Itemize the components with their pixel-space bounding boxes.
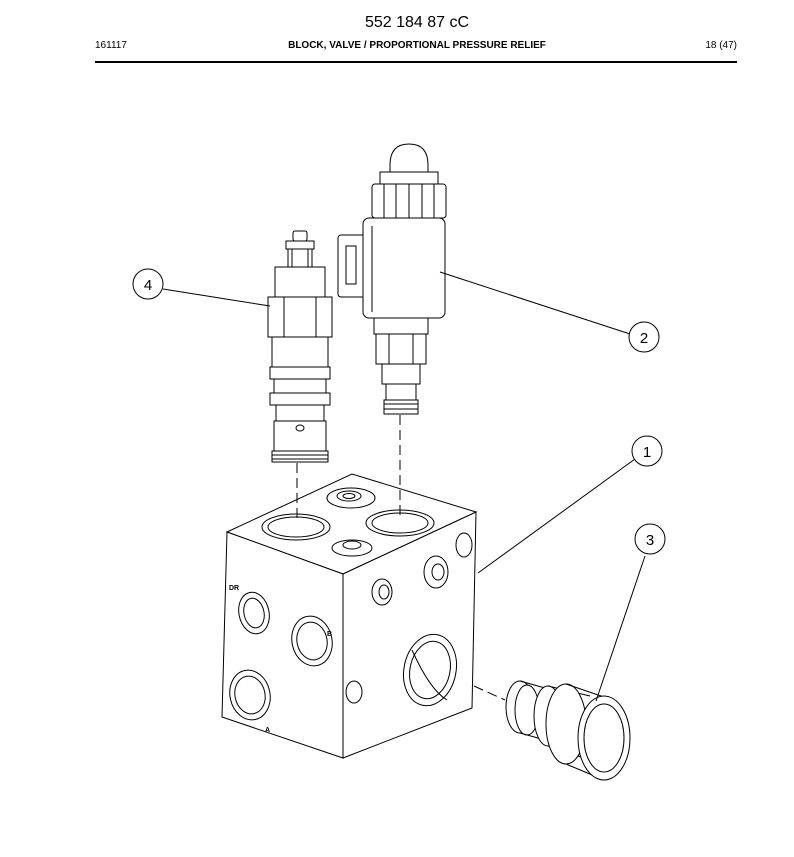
leader-lines <box>162 271 646 702</box>
callout-2: 2 <box>628 321 660 353</box>
page-number: 18 (47) <box>705 40 737 51</box>
page-title: BLOCK, VALVE / PROPORTIONAL PRESSURE REL… <box>288 40 546 51</box>
valve-block <box>221 473 478 759</box>
callout-1: 1 <box>631 435 663 467</box>
callout-2-label: 2 <box>640 330 648 347</box>
callout-3: 3 <box>634 523 666 555</box>
date-code: 161117 <box>95 40 127 51</box>
plug-cartridge <box>505 680 631 781</box>
cartridge-valve <box>267 230 333 463</box>
proportional-solenoid-valve <box>337 143 447 415</box>
callout-4-label: 4 <box>144 277 152 294</box>
assembly-centerlines <box>296 415 506 701</box>
document-number: 552 184 87 cC <box>364 14 470 31</box>
header-divider <box>95 61 737 63</box>
port-label-b: B <box>327 631 332 638</box>
port-label-dr: DR <box>229 585 239 592</box>
callout-4: 4 <box>132 268 164 300</box>
callout-3-label: 3 <box>646 532 654 549</box>
port-label-a: A <box>265 727 270 734</box>
callout-1-label: 1 <box>643 444 651 461</box>
